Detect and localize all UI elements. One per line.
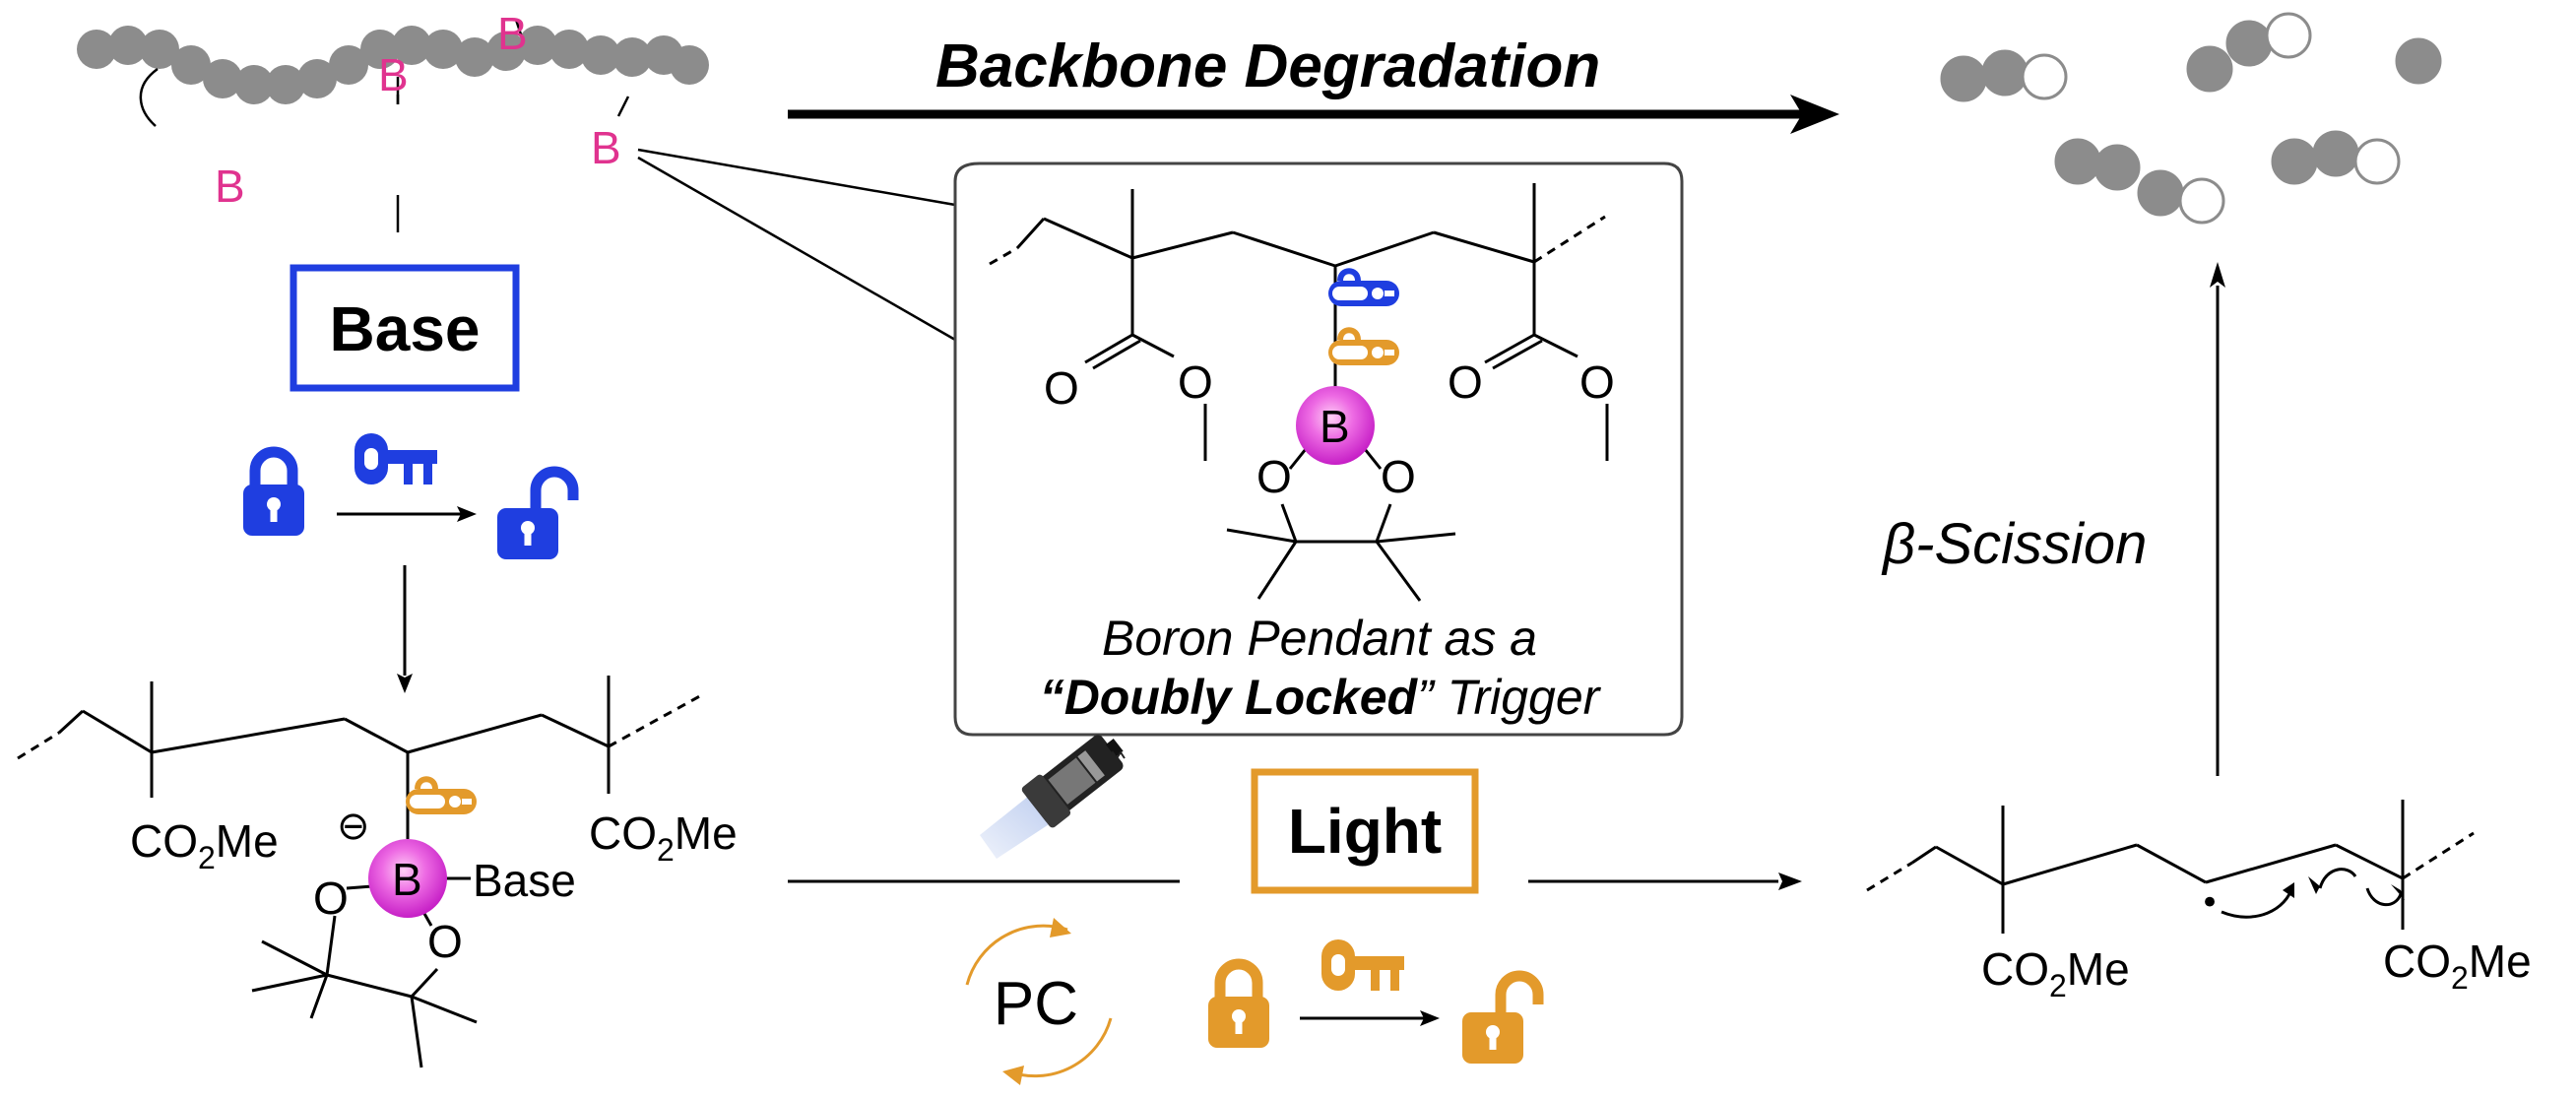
borate-boron-atom: B: [392, 854, 422, 905]
cycle-arrows-icon: [965, 918, 1113, 1085]
caption-bold-phrase: Doubly Locked: [1064, 670, 1419, 725]
pendant-b-1: B: [215, 161, 245, 212]
radical-ester-left: CO2Me: [1981, 943, 2130, 1003]
inset-orange-lock-icon: [1328, 330, 1399, 365]
base-lock-closed-icon: [243, 452, 304, 536]
base-box-label: Base: [330, 293, 481, 364]
backbone-degradation-arrow: [788, 95, 1839, 134]
inset-carbonyl-o-right: O: [1448, 356, 1483, 408]
beta-scission-label: β-Scission: [1881, 512, 2147, 576]
light-lock-closed-icon: [1208, 964, 1269, 1048]
flashlight-icon: [980, 735, 1126, 859]
radical-dot: •: [2200, 883, 2220, 923]
light-lock-open-icon: [1462, 976, 1538, 1064]
borate-ester-left: CO2Me: [130, 815, 279, 875]
photocatalyst-label: PC: [994, 970, 1078, 1038]
borate-base-label: Base: [473, 855, 576, 906]
borate-ring-o-right: O: [427, 916, 463, 967]
pendant-b-4: B: [591, 122, 621, 173]
radical-backbone: [1866, 800, 2475, 934]
inset-carbonyl-o-left: O: [1044, 362, 1079, 414]
inset-ring-o-right: O: [1381, 451, 1416, 502]
base-lock-open-icon: [497, 472, 573, 559]
light-key-icon: [1320, 938, 1405, 992]
borate-backbone: [17, 676, 706, 1068]
caption-close: ” Trigger: [1417, 670, 1602, 725]
polymer-chain: [77, 26, 709, 104]
inset-caption-line1: Boron Pendant as a: [1102, 611, 1537, 666]
base-arrow: [337, 506, 477, 522]
inset-caption-line2: “Doubly Locked” Trigger: [1040, 670, 1602, 725]
light-box: [1251, 768, 1479, 894]
inset-box: [953, 162, 1684, 737]
borate-orange-lock-icon: [406, 779, 477, 814]
borate-boron-sphere: [368, 839, 447, 918]
callout-lines: [637, 148, 956, 342]
degradation-fragments: [1940, 12, 2442, 225]
radical-ester-right: CO2Me: [2383, 936, 2532, 996]
pendant-b-3: B: [497, 8, 528, 59]
borate-charge: ⊖: [337, 804, 370, 849]
inset-ester-o-left: O: [1178, 356, 1213, 408]
light-box-label: Light: [1288, 796, 1442, 867]
inset-boron-atom: B: [1320, 401, 1350, 452]
base-down-arrow: [397, 565, 413, 693]
borate-ester-right: CO2Me: [589, 808, 738, 868]
backbone-degradation-label: Backbone Degradation: [935, 32, 1600, 100]
beta-scission-arrow: [2210, 262, 2225, 776]
base-key-icon: [354, 432, 438, 485]
inset-blue-lock-icon: [1328, 271, 1399, 306]
borate-ring-o-left: O: [313, 873, 349, 924]
light-unlock-arrow: [1300, 1010, 1440, 1026]
inset-backbone: [989, 183, 1609, 602]
radical-fishhook-heads: [2283, 876, 2405, 900]
inset-boron-sphere: [1296, 386, 1375, 465]
inset-ring-o-left: O: [1256, 451, 1292, 502]
light-arrow: [788, 873, 1802, 890]
caption-open-quote: “: [1040, 670, 1064, 725]
pendant-b-2: B: [378, 49, 409, 100]
polymer-pendants: [139, 19, 630, 232]
inset-ester-o-right: O: [1579, 356, 1615, 408]
base-box: [290, 264, 520, 392]
